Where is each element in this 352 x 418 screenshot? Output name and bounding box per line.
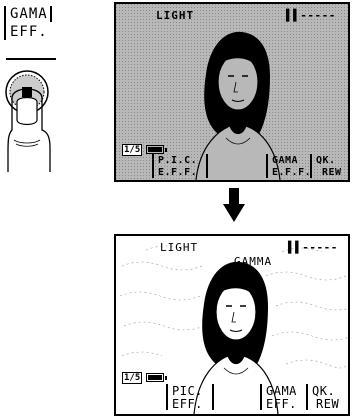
pic-eff-line2: EFF.: [172, 399, 203, 409]
gama-eff-line1: GAMA: [272, 156, 298, 166]
finger-press-icon: [4, 68, 60, 172]
down-arrow-icon: [223, 188, 245, 222]
light-label: LIGHT: [160, 242, 198, 253]
ratio-indicator: 1/5: [122, 144, 142, 156]
battery-icon: [146, 373, 164, 382]
button-label-line1: GAMA: [10, 6, 48, 22]
gama-eff-button-label: GAMA EFF.: [4, 4, 52, 40]
light-label: LIGHT: [156, 10, 194, 21]
tape-indicator: ▌▌-----: [286, 10, 336, 21]
gama-eff-line2: EFF.: [266, 399, 297, 409]
button-label-underline: [6, 58, 56, 60]
button-label-line2: EFF.: [10, 24, 48, 40]
gamma-label: GAMMA: [234, 256, 272, 267]
qk-rew-line1: QK.: [312, 386, 335, 396]
screen-before: LIGHT ▌▌----- 1/5 P.I.C. E.F.F. GAMA E.F…: [114, 2, 350, 182]
pic-eff-line1: PIC.: [172, 386, 203, 396]
qk-rew-line2: REW: [316, 399, 339, 409]
tape-indicator: ▌▌-----: [288, 242, 338, 253]
ratio-indicator: 1/5: [122, 372, 142, 384]
qk-rew-line2: REW: [322, 168, 342, 178]
qk-rew-line1: QK.: [316, 156, 336, 166]
gama-eff-line2: E.F.F.: [272, 168, 311, 178]
pic-eff-line2: E.F.F.: [158, 168, 197, 178]
pic-eff-line1: P.I.C.: [158, 156, 197, 166]
battery-icon: [146, 145, 164, 154]
screen-after: LIGHT GAMMA ▌▌----- 1/5 PIC. EFF. GAMA E…: [114, 234, 350, 416]
gama-eff-line1: GAMA: [266, 386, 297, 396]
